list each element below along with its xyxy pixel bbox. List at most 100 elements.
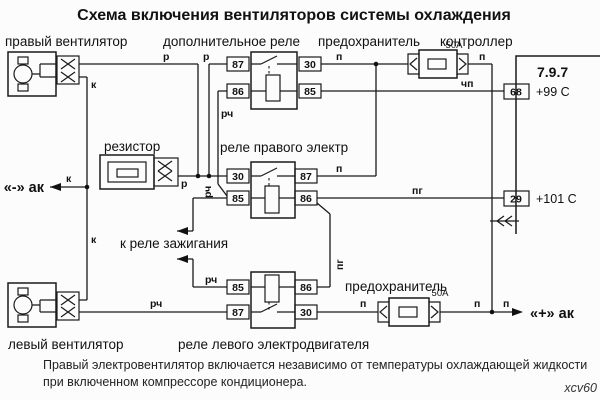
bottom-fuse-rating: 50А (432, 288, 450, 299)
additional-relay-pin85: 85 (304, 86, 316, 98)
label-left-relay: реле левого электродвигателя (178, 337, 369, 352)
right-fan-brush-bottom (17, 83, 29, 92)
wire-label-pg: пг (412, 185, 423, 197)
left-motor-relay-pin85: 85 (232, 282, 244, 294)
wire-label-k: к (91, 79, 97, 91)
left-fan-brush-top (17, 287, 29, 296)
wire-pg-down (316, 202, 331, 288)
wire-label-rch: рч (150, 298, 162, 310)
junction-dot (84, 184, 90, 190)
right-motor-relay-pin87: 87 (300, 171, 312, 183)
right-fan-brush-top (17, 56, 29, 65)
wiring (50, 61, 523, 316)
bottom-fuse-right-chevron-icon (430, 305, 439, 319)
additional-relay-contact-icon (251, 55, 297, 65)
label-resistor: резистор (104, 139, 160, 154)
right-motor-relay-contact-icon (251, 167, 295, 177)
controller-outline (515, 55, 600, 234)
top-fuse-body (418, 49, 458, 79)
resistor-connector-pins-icon (157, 160, 173, 182)
controller-pin68: 68 (510, 87, 522, 99)
bottom-fuse-left-chevron-icon (379, 305, 388, 319)
additional-relay-pin86: 86 (232, 86, 244, 98)
bottom-fuse-symbol: 50А (377, 288, 450, 327)
bottom-fuse-element (398, 306, 418, 318)
top-fuse-left-chevron-icon (409, 57, 418, 71)
wire-rch-coil (217, 90, 228, 197)
wire-pin87-middle-up (317, 64, 377, 177)
left-motor-relay-coil-icon (264, 274, 280, 303)
left-fan-body (7, 282, 57, 328)
resistor-inner (107, 161, 147, 183)
right-motor-relay: 30 87 85 86 (226, 161, 318, 219)
footnote-line1: Правый электровентилятор включается неза… (43, 358, 587, 372)
watermark: xcv60 (563, 381, 597, 395)
additional-relay: 87 30 86 85 (226, 51, 322, 110)
label-left-fan: левый вентилятор (8, 337, 124, 352)
wire-label-p: п (503, 298, 509, 310)
left-motor-relay-pin87: 87 (232, 307, 244, 319)
controller-pin68-note: +99 C (536, 85, 570, 99)
controller-pin29: 29 (510, 194, 522, 206)
wire-label-p: п (474, 298, 480, 310)
wire-label-p: п (336, 163, 342, 175)
controller-ground-arrow-icon (490, 215, 519, 227)
right-motor-relay-body (250, 161, 296, 219)
right-motor-relay-coil-icon (264, 185, 280, 214)
left-fan-leads (32, 299, 57, 313)
footnote-line2: при включенном компрессоре кондиционера. (43, 375, 307, 389)
wire-label-p: п (479, 51, 485, 63)
label-fuse-bottom: предохранитель (345, 279, 447, 294)
wire-ignition-1 (177, 197, 227, 232)
wire-label-p: п (360, 298, 366, 310)
bottom-fuse-body (388, 297, 430, 327)
wire-top-fuse-rail (321, 63, 493, 312)
battery-minus-label: «-» ак (4, 180, 45, 196)
controller-pin29-note: +101 C (536, 192, 577, 206)
additional-relay-body (250, 51, 298, 110)
wire-labels: р р р к к к п п п п п п чп пг пг рч рч р… (66, 51, 509, 310)
label-right-fan: правый вентилятор (5, 34, 127, 49)
label-ignition-relay: к реле зажигания (120, 236, 228, 251)
left-motor-relay-pin86: 86 (300, 282, 312, 294)
controller-symbol: 7.9.7 68 +99 C 29 +101 C (490, 55, 600, 234)
left-fan-brush-bottom (17, 314, 29, 323)
left-motor-relay-pin30: 30 (300, 307, 312, 319)
wire-label-r: р (203, 51, 209, 63)
left-fan-connector (56, 291, 80, 321)
wire-label-rch: рч (205, 274, 217, 286)
left-motor-relay-contact-icon (251, 303, 295, 313)
left-fan-connector-pins-icon (60, 294, 76, 318)
resistor-connector (153, 157, 179, 187)
resistor-symbol (99, 154, 179, 190)
wire-label-rch: рч (202, 186, 214, 198)
junction-dot (489, 309, 495, 315)
battery-plus-arrow-icon (512, 308, 523, 316)
junction-dot (373, 61, 379, 67)
ignition-arrow-icon (177, 255, 188, 263)
right-motor-relay-pin85: 85 (232, 193, 244, 205)
top-fuse-right-chevron-icon (458, 57, 467, 71)
ignition-arrow-icon (177, 227, 188, 235)
right-fan-connector-pins-icon (60, 58, 76, 83)
wire-label-rch: рч (221, 108, 233, 120)
label-additional-relay: дополнительное реле (163, 34, 300, 49)
wire-label-k: к (66, 173, 72, 185)
resistor-element (116, 168, 139, 178)
additional-relay-pin87: 87 (232, 59, 244, 71)
label-controller: контроллер (440, 34, 513, 49)
additional-relay-pin30: 30 (304, 59, 316, 71)
right-fan-motor-icon (13, 64, 33, 84)
battery-plus-label: «+» ак (530, 306, 575, 322)
left-motor-relay-body (250, 271, 296, 329)
additional-relay-coil-icon (265, 74, 281, 102)
wire-label-p: п (336, 51, 342, 63)
label-right-relay: реле правого электр (220, 140, 348, 155)
wire-label-pg: пг (334, 259, 346, 270)
wire-label-k: к (91, 234, 97, 246)
junction-dot (195, 173, 201, 179)
left-fan-motor-icon (13, 295, 33, 315)
left-motor-relay: 85 86 87 30 (226, 271, 318, 329)
